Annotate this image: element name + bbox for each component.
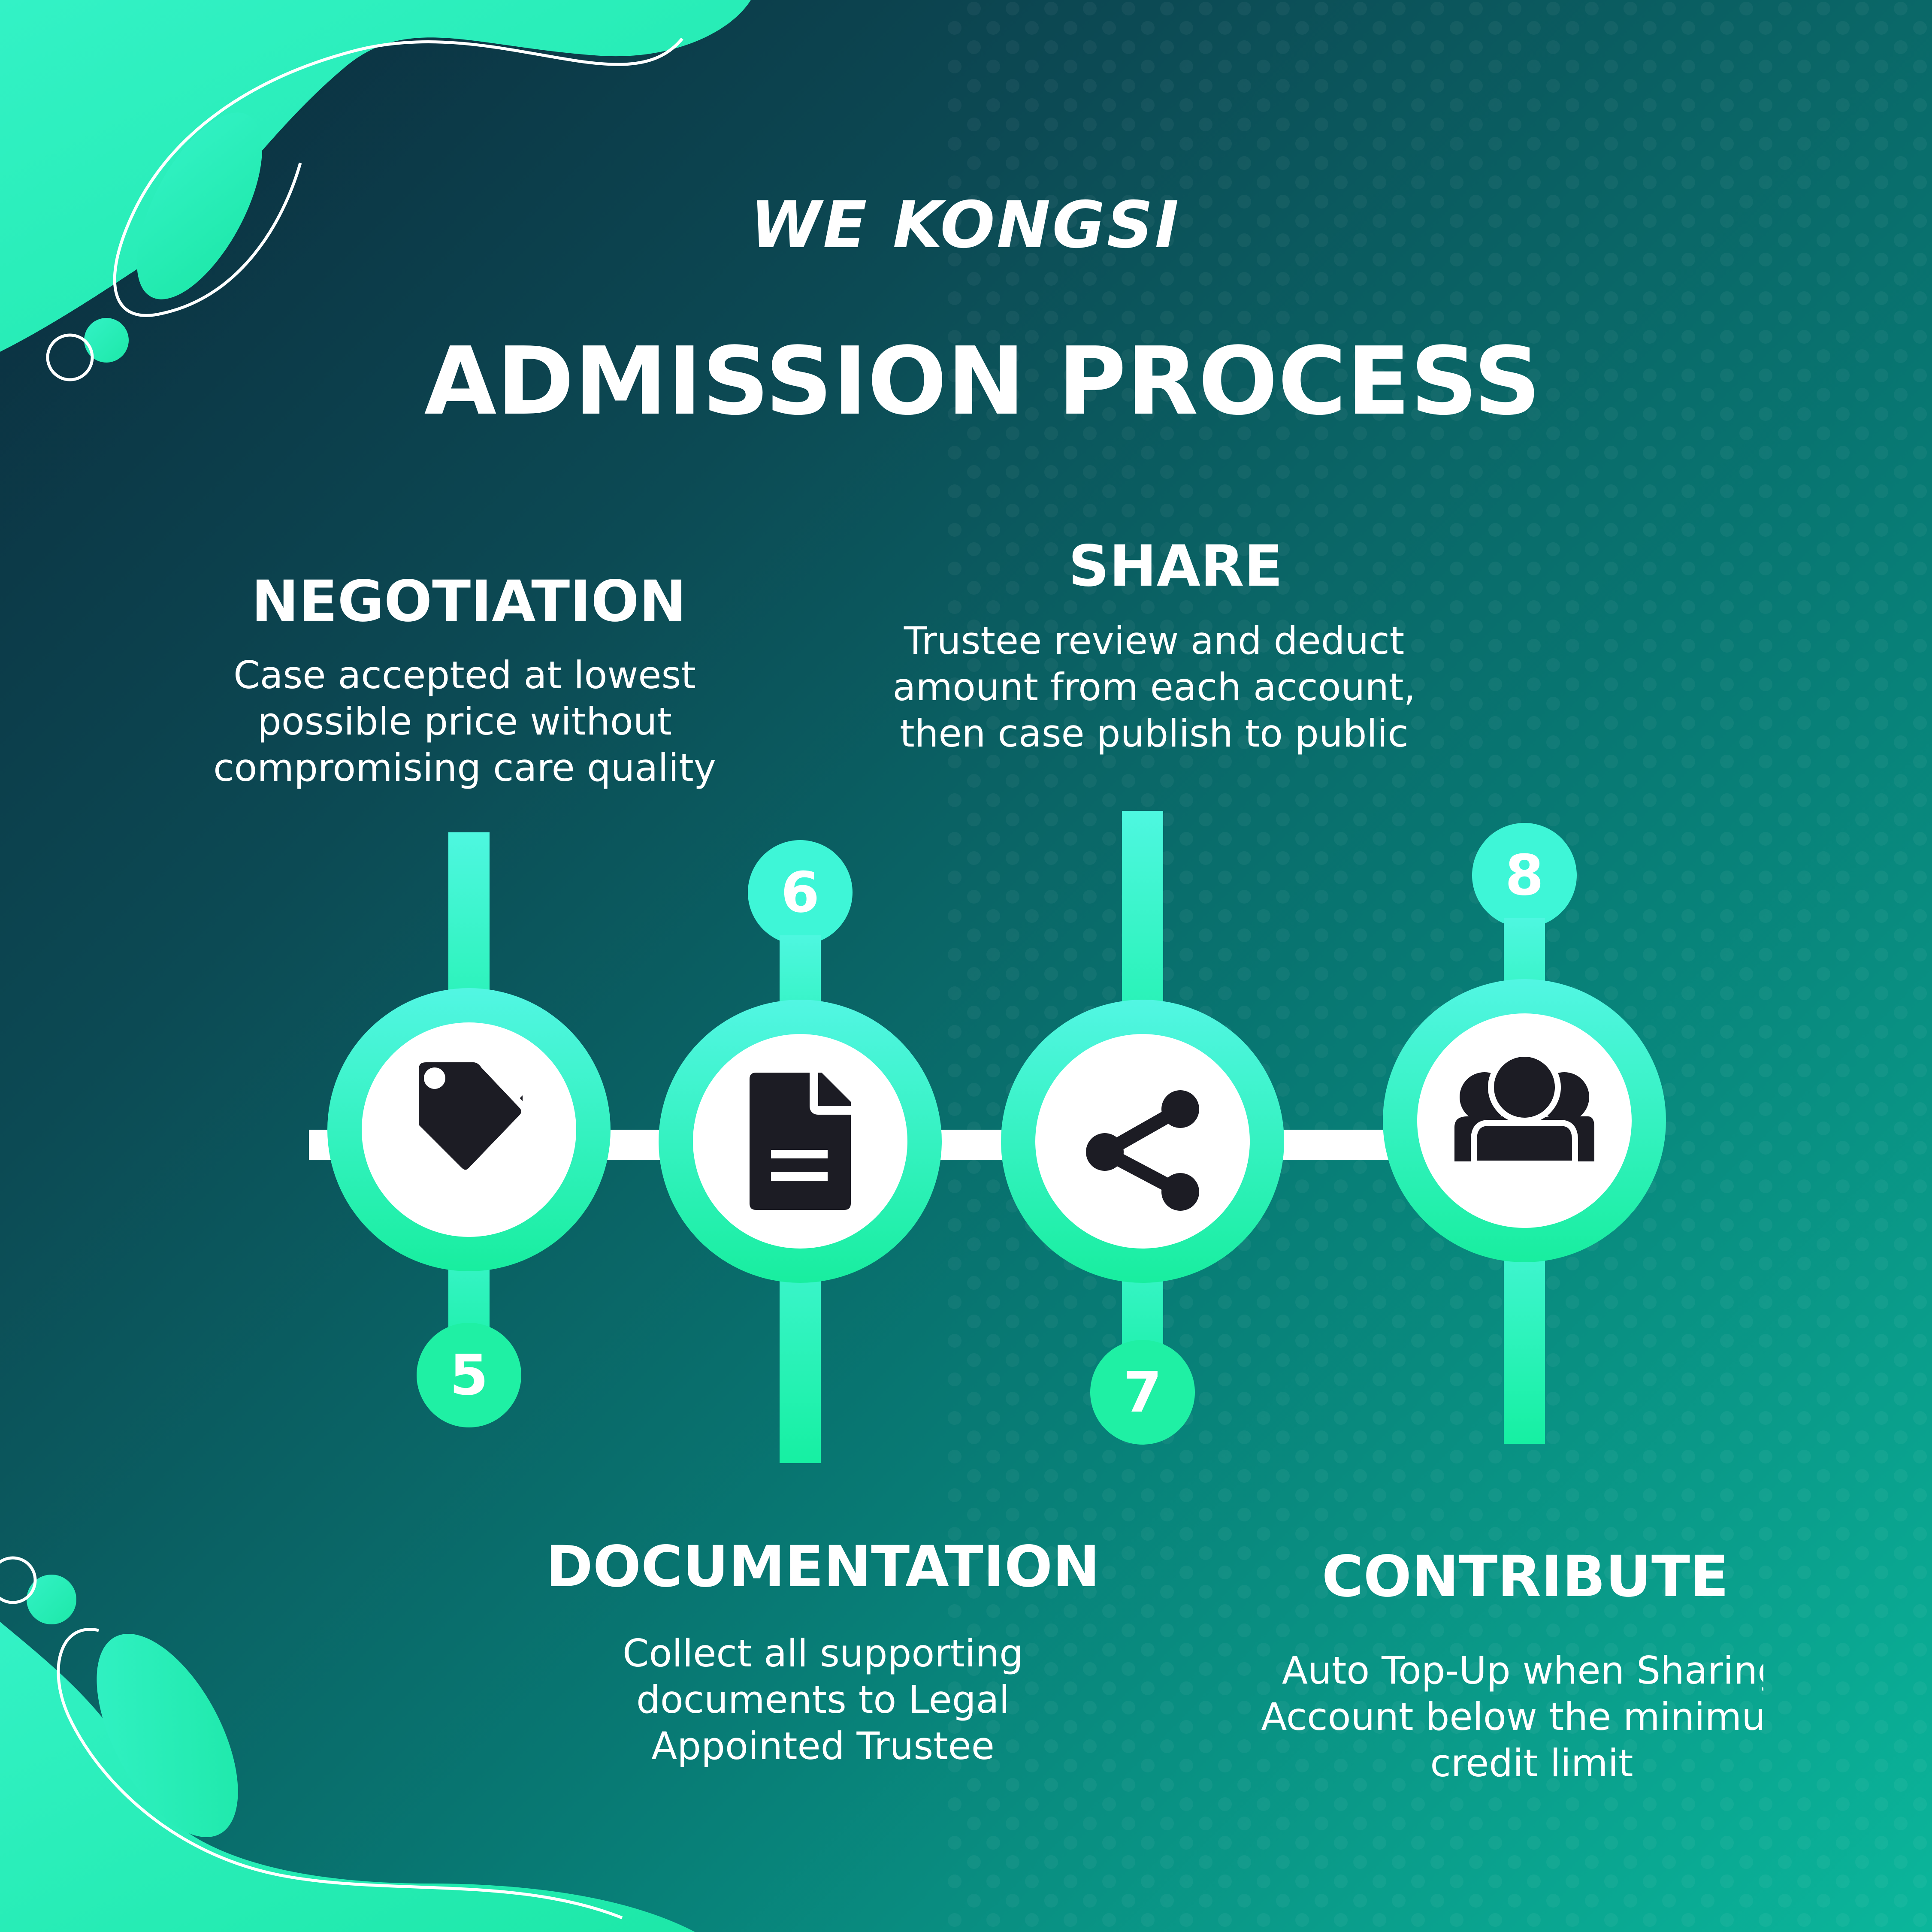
step-8-description: Auto Top-Up when Sharing Account below t… xyxy=(1261,1648,1763,1785)
top-left-decoration xyxy=(0,0,751,381)
step-8-number: 8 xyxy=(1505,843,1544,908)
share-icon xyxy=(1086,1090,1199,1211)
bottom-left-decoration xyxy=(0,1556,695,1932)
step-7-number: 7 xyxy=(1123,1360,1162,1425)
step-8-description-clip: Auto Top-Up when Sharing Account below t… xyxy=(1227,1648,1763,1802)
step-5-description: Case accepted at lowest possible price w… xyxy=(213,653,716,790)
step-5-number: 5 xyxy=(449,1342,489,1408)
step-7-badge xyxy=(1090,1340,1195,1445)
group-icon xyxy=(1454,1051,1594,1167)
step-5-title: NEGOTIATION xyxy=(251,568,687,635)
step-6-badge xyxy=(748,840,853,945)
step-6-title: DOCUMENTATION xyxy=(546,1534,1100,1600)
document-icon xyxy=(750,1073,851,1210)
brand-logo: WE KONGSI xyxy=(750,188,1181,263)
step-8-badge xyxy=(1472,823,1577,928)
price-tag-icon xyxy=(412,1055,528,1177)
dot-texture xyxy=(944,0,1932,1932)
page-title: ADMISSION PROCESS xyxy=(424,327,1541,436)
step-8-title: CONTRIBUTE xyxy=(1321,1544,1729,1610)
step-6-description: Collect all supporting documents to Lega… xyxy=(623,1631,1023,1768)
step-7-title: SHARE xyxy=(1068,533,1283,599)
step-5-badge xyxy=(417,1323,521,1427)
step-6-number: 6 xyxy=(780,860,820,925)
step-7-description: Trustee review and deduct amount from ea… xyxy=(892,619,1416,756)
